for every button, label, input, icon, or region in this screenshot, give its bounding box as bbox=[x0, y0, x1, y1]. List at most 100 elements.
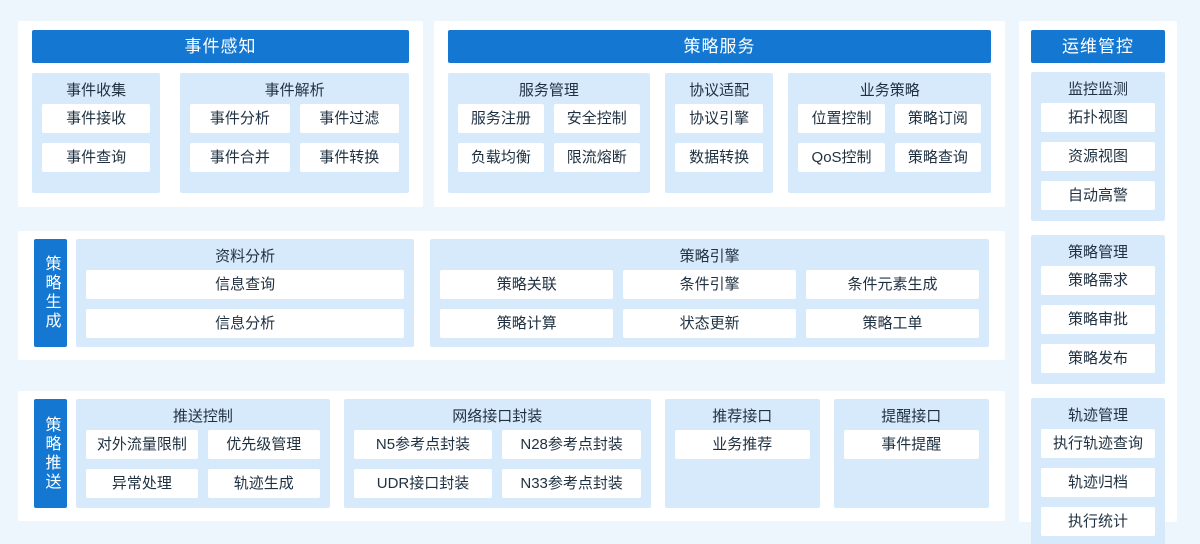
module-item: 服务注册 bbox=[458, 104, 544, 133]
group-event-parsing: 事件解析 事件分析 事件过滤 事件合并 事件转换 bbox=[180, 73, 409, 193]
module-item: 事件提醒 bbox=[843, 430, 979, 459]
policy-generation-label: 策略生成 bbox=[34, 239, 67, 347]
module-item: 信息查询 bbox=[86, 270, 405, 299]
module-item: UDR接口封装 bbox=[353, 469, 493, 498]
group-items: 事件提醒 bbox=[843, 430, 979, 459]
module-item: 限流熔断 bbox=[553, 143, 640, 172]
module-item: 拓扑视图 bbox=[1041, 103, 1155, 132]
module-item: 自动高警 bbox=[1041, 181, 1155, 210]
group-reminder-interface: 提醒接口 事件提醒 bbox=[833, 399, 989, 508]
module-item: 策略工单 bbox=[806, 309, 979, 338]
group-items: 执行轨迹查询 轨迹归档 执行统计 bbox=[1041, 429, 1155, 536]
group-title: 策略引擎 bbox=[679, 248, 740, 265]
group-push-control: 推送控制 对外流量限制 优先级管理 异常处理 轨迹生成 bbox=[76, 399, 330, 508]
module-item: 执行统计 bbox=[1041, 507, 1155, 536]
group-title: 事件解析 bbox=[264, 82, 325, 99]
group-title: 资料分析 bbox=[215, 248, 276, 265]
ops-management-groups: 监控监测 拓扑视图 资源视图 自动高警 策略管理 策略需求 策略审批 策略发布 … bbox=[1031, 72, 1165, 544]
panel-policy-service: 策略服务 服务管理 服务注册 安全控制 负载均衡 限流熔断 协议适配 协议引擎 … bbox=[434, 21, 1005, 207]
panel-event-perception: 事件感知 事件收集 事件接收 事件查询 事件解析 事件分析 事件过滤 事件合并 … bbox=[18, 21, 423, 207]
group-items: 信息查询 信息分析 bbox=[86, 270, 405, 338]
group-items: 位置控制 策略订阅 QoS控制 策略查询 bbox=[798, 104, 982, 172]
module-item: 事件过滤 bbox=[299, 104, 399, 133]
module-item: 策略关联 bbox=[440, 270, 614, 299]
event-perception-groups: 事件收集 事件接收 事件查询 事件解析 事件分析 事件过滤 事件合并 事件转换 bbox=[32, 73, 409, 193]
module-item: 策略计算 bbox=[440, 309, 614, 338]
group-items: 拓扑视图 资源视图 自动高警 bbox=[1041, 103, 1155, 210]
module-item: 策略发布 bbox=[1041, 344, 1155, 373]
policy-service-groups: 服务管理 服务注册 安全控制 负载均衡 限流熔断 协议适配 协议引擎 数据转换 … bbox=[448, 73, 992, 193]
module-item: 事件转换 bbox=[299, 143, 399, 172]
group-monitoring: 监控监测 拓扑视图 资源视图 自动高警 bbox=[1031, 72, 1165, 221]
panel-policy-service-header: 策略服务 bbox=[448, 30, 991, 63]
module-item: 条件元素生成 bbox=[806, 270, 979, 299]
group-title: 推送控制 bbox=[172, 408, 233, 425]
module-item: 位置控制 bbox=[798, 104, 885, 133]
group-title: 策略管理 bbox=[1067, 244, 1128, 261]
module-item: 策略订阅 bbox=[894, 104, 982, 133]
group-items: 协议引擎 数据转换 bbox=[674, 104, 764, 172]
module-item: 事件分析 bbox=[190, 104, 290, 133]
group-items: 业务推荐 bbox=[674, 430, 810, 459]
group-data-analysis: 资料分析 信息查询 信息分析 bbox=[76, 239, 415, 347]
group-policy-management: 策略管理 策略需求 策略审批 策略发布 bbox=[1031, 235, 1165, 384]
policy-push-groups: 推送控制 对外流量限制 优先级管理 异常处理 轨迹生成 网络接口封装 N5参考点… bbox=[76, 399, 989, 508]
module-item: 优先级管理 bbox=[207, 430, 320, 459]
group-items: 服务注册 安全控制 负载均衡 限流熔断 bbox=[458, 104, 640, 172]
group-title: 推荐接口 bbox=[712, 408, 773, 425]
group-service-management: 服务管理 服务注册 安全控制 负载均衡 限流熔断 bbox=[448, 73, 650, 193]
group-title: 业务策略 bbox=[859, 82, 920, 99]
group-protocol-adaptation: 协议适配 协议引擎 数据转换 bbox=[664, 73, 774, 193]
group-title: 服务管理 bbox=[518, 82, 579, 99]
module-item: N5参考点封装 bbox=[353, 430, 493, 459]
module-item: 状态更新 bbox=[623, 309, 797, 338]
module-item: N28参考点封装 bbox=[502, 430, 641, 459]
panel-ops-management: 运维管控 监控监测 拓扑视图 资源视图 自动高警 策略管理 策略需求 策略审批 … bbox=[1019, 21, 1177, 544]
group-trajectory-management: 轨迹管理 执行轨迹查询 轨迹归档 执行统计 bbox=[1031, 398, 1165, 544]
module-item: 策略查询 bbox=[894, 143, 982, 172]
module-item: 策略需求 bbox=[1041, 266, 1155, 295]
group-items: 策略需求 策略审批 策略发布 bbox=[1041, 266, 1155, 373]
group-title: 协议适配 bbox=[689, 82, 750, 99]
module-item: 事件合并 bbox=[190, 143, 290, 172]
module-item: 异常处理 bbox=[86, 469, 198, 498]
module-item: 信息分析 bbox=[86, 309, 405, 338]
module-item: 事件接收 bbox=[42, 104, 151, 133]
group-recommendation-interface: 推荐接口 业务推荐 bbox=[664, 399, 820, 508]
group-policy-engine: 策略引擎 策略关联 条件引擎 条件元素生成 策略计算 状态更新 策略工单 bbox=[430, 239, 989, 347]
policy-push-label: 策略推送 bbox=[34, 399, 67, 508]
panel-policy-push: 策略推送 推送控制 对外流量限制 优先级管理 异常处理 轨迹生成 网络接口封装 … bbox=[18, 391, 1005, 521]
group-items: N5参考点封装 N28参考点封装 UDR接口封装 N33参考点封装 bbox=[353, 430, 641, 498]
group-title: 网络接口封装 bbox=[452, 408, 543, 425]
module-item: 条件引擎 bbox=[623, 270, 797, 299]
module-item: 轨迹归档 bbox=[1041, 468, 1155, 497]
group-event-collection: 事件收集 事件接收 事件查询 bbox=[32, 73, 161, 193]
module-item: 协议引擎 bbox=[674, 104, 764, 133]
module-item: 业务推荐 bbox=[674, 430, 810, 459]
module-item: 资源视图 bbox=[1041, 142, 1155, 171]
module-item: 数据转换 bbox=[674, 143, 764, 172]
panel-event-perception-header: 事件感知 bbox=[32, 30, 409, 63]
module-item: 负载均衡 bbox=[458, 143, 544, 172]
group-items: 策略关联 条件引擎 条件元素生成 策略计算 状态更新 策略工单 bbox=[440, 270, 979, 338]
module-item: 安全控制 bbox=[553, 104, 640, 133]
group-title: 事件收集 bbox=[66, 82, 127, 99]
panel-ops-management-header: 运维管控 bbox=[1031, 30, 1165, 63]
group-network-interface-encapsulation: 网络接口封装 N5参考点封装 N28参考点封装 UDR接口封装 N33参考点封装 bbox=[343, 399, 651, 508]
group-title: 提醒接口 bbox=[881, 408, 942, 425]
module-item: 策略审批 bbox=[1041, 305, 1155, 334]
policy-generation-groups: 资料分析 信息查询 信息分析 策略引擎 策略关联 条件引擎 条件元素生成 策略计… bbox=[76, 239, 989, 347]
group-items: 对外流量限制 优先级管理 异常处理 轨迹生成 bbox=[86, 430, 320, 498]
panel-policy-generation: 策略生成 资料分析 信息查询 信息分析 策略引擎 策略关联 条件引擎 条件元素生… bbox=[18, 231, 1005, 360]
group-business-policy: 业务策略 位置控制 策略订阅 QoS控制 策略查询 bbox=[788, 73, 992, 193]
group-title: 轨迹管理 bbox=[1067, 407, 1128, 424]
module-item: 对外流量限制 bbox=[86, 430, 198, 459]
module-item: 事件查询 bbox=[42, 143, 151, 172]
module-item: QoS控制 bbox=[798, 143, 885, 172]
module-item: 轨迹生成 bbox=[207, 469, 320, 498]
group-items: 事件分析 事件过滤 事件合并 事件转换 bbox=[190, 104, 399, 172]
group-title: 监控监测 bbox=[1067, 81, 1128, 98]
module-item: 执行轨迹查询 bbox=[1041, 429, 1155, 458]
module-item: N33参考点封装 bbox=[502, 469, 641, 498]
